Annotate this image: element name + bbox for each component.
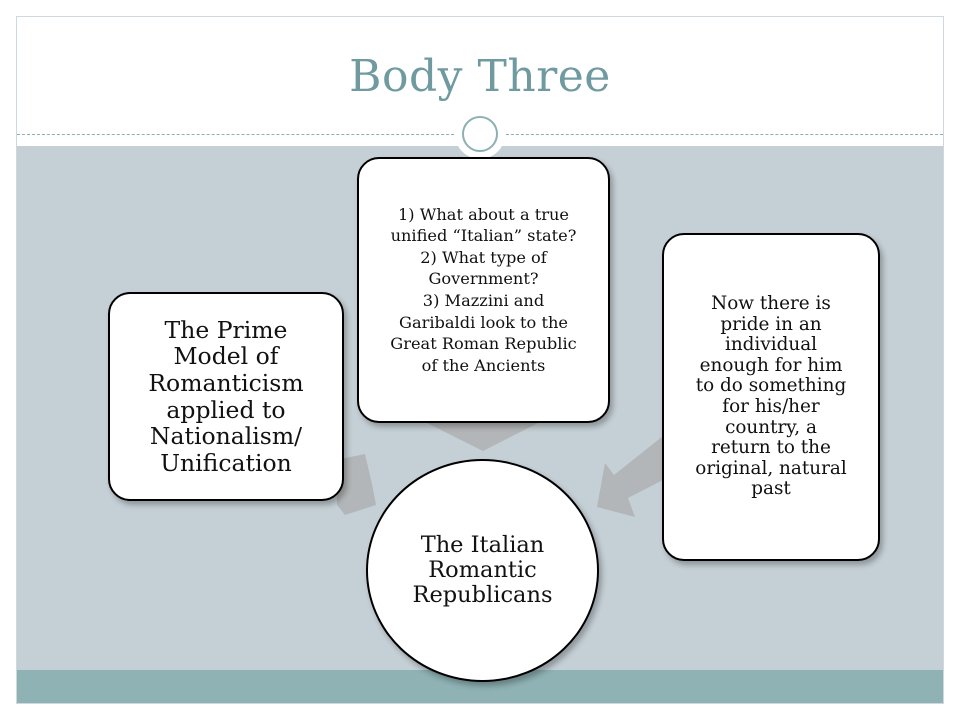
node-center: The Italian Romantic Republicans	[366, 459, 599, 682]
node-top: 1) What about a true unified “Italian” s…	[357, 157, 610, 423]
slide-title: Body Three	[349, 51, 611, 102]
node-right: Now there is pride in an individual enou…	[662, 233, 880, 561]
node-top-text: 1) What about a true unified “Italian” s…	[390, 204, 577, 375]
arrow-left-to-center	[336, 454, 376, 515]
node-left-text: The Prime Model of Romanticism applied t…	[148, 315, 304, 477]
circle-ornament-icon	[455, 109, 505, 159]
arrow-top-to-center	[427, 423, 538, 451]
arrow-right-to-center	[597, 436, 663, 517]
node-right-text: Now there is pride in an individual enou…	[695, 292, 847, 500]
node-left: The Prime Model of Romanticism applied t…	[108, 292, 344, 501]
node-center-text: The Italian Romantic Republicans	[412, 531, 553, 609]
